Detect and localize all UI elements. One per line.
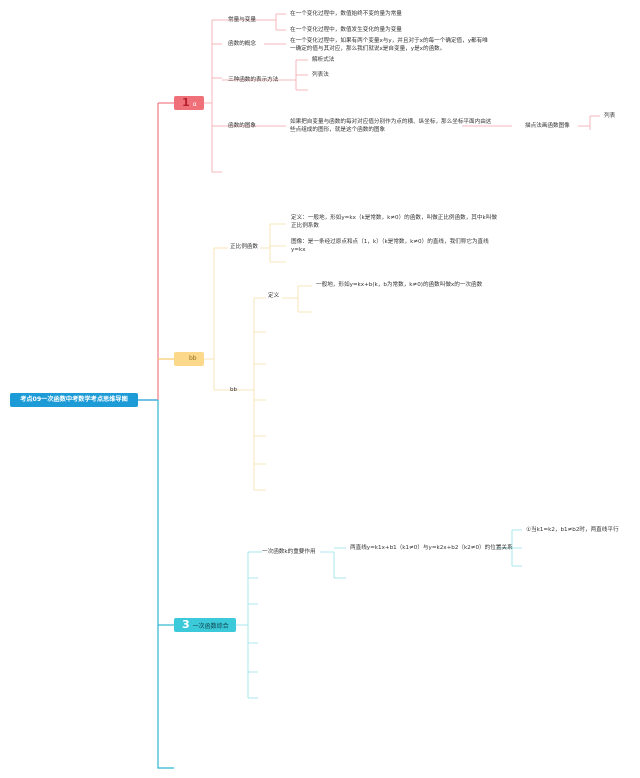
node-linear-definition-text[interactable]: 一般地，形如y=kx+b(k，b为常数，k≠0)的函数叫做x的一次函数 xyxy=(316,282,483,288)
branch-3-label: 一次函数综合 xyxy=(192,623,229,630)
root-node[interactable]: 考点09一次函数中考数学考点思维导图 xyxy=(10,393,138,407)
branch-2-badge[interactable]: bb xyxy=(174,352,204,366)
node-table-method[interactable]: 列表法 xyxy=(312,72,329,78)
node-function-graph[interactable]: 函数的图象 xyxy=(228,123,256,129)
node-k-role[interactable]: 一次函数k的重要作用 xyxy=(262,549,316,555)
node-parallel-condition[interactable]: ①当k1=k2，b1≠b2时，两直线平行 xyxy=(526,527,619,533)
node-direct-proportion-graph[interactable]: 图像：是一条经过原点和点（1，k）（k是常数，k≠0）的直线，我们称它为直线y=… xyxy=(291,239,489,253)
node-direct-proportion-definition[interactable]: 定义：一般地，形如y=kx（k是常数，k≠0）的函数，叫做正比例函数，其中k叫做… xyxy=(291,215,497,229)
node-linear-function[interactable]: bb xyxy=(230,387,238,393)
node-plotting-method[interactable]: 描点法画函数图像 xyxy=(525,123,570,129)
node-constants-variables[interactable]: 常量与变量 xyxy=(228,17,256,23)
node-line-relation[interactable]: 两直线y=k1x+b1（k1≠0）与y=k2x+b2（k2≠0）的位置关系 xyxy=(350,545,513,551)
branch-1-label: α xyxy=(192,101,197,108)
node-list-table[interactable]: 列表 xyxy=(604,113,616,119)
node-direct-proportion[interactable]: 正比例函数 xyxy=(230,244,258,250)
node-constant-definition[interactable]: 在一个变化过程中，数值始终不变的量为常量 xyxy=(290,11,402,17)
node-representation-methods[interactable]: 三种函数的表示方法 xyxy=(228,77,279,83)
node-linear-definition-label[interactable]: 定义 xyxy=(268,293,280,299)
branch-3-number: 3 xyxy=(182,618,190,631)
branch-1-number: 1 xyxy=(182,96,190,109)
node-function-concept-text[interactable]: 在一个变化过程中，如果有两个变量x与y，并且对于x的每一个确定值，y都有唯一确定… xyxy=(290,38,488,52)
node-analytic-method[interactable]: 解析式法 xyxy=(312,57,335,63)
branch-2-label: bb xyxy=(189,355,197,362)
node-variable-definition[interactable]: 在一个变化过程中，数值发生变化的量为变量 xyxy=(290,27,402,33)
node-function-graph-text[interactable]: 如果把自变量与函数的每对对应值分别作为点的横、纵坐标，那么坐标平面内由这些点组成… xyxy=(290,119,492,133)
node-function-concept[interactable]: 函数的概念 xyxy=(228,41,256,47)
